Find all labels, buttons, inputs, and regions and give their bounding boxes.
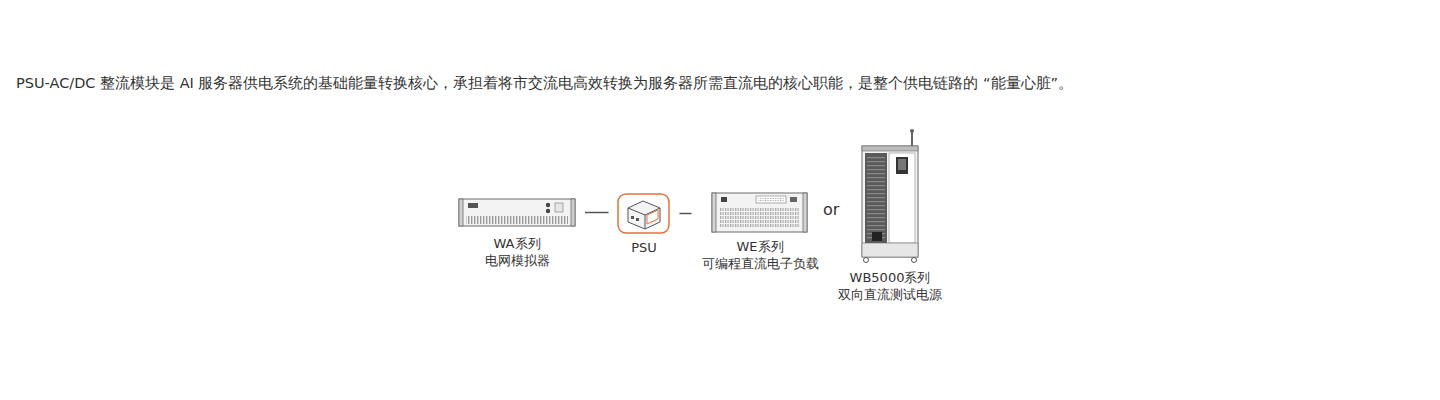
connector-line xyxy=(680,213,692,215)
grid-simulator-device xyxy=(459,199,575,226)
icon-space xyxy=(713,193,808,238)
device-node: WA系列 电网模拟器 xyxy=(449,199,585,269)
device-label: WB5000系列 双向直流测试电源 xyxy=(838,269,942,303)
icon-space xyxy=(459,199,575,235)
device-node: PSU xyxy=(609,194,680,256)
icon-space xyxy=(862,130,918,269)
connector-line xyxy=(585,212,609,214)
device-label: PSU xyxy=(631,239,657,256)
or-label: or xyxy=(823,200,839,219)
device-label: WE系列 可编程直流电子负载 xyxy=(702,238,819,272)
device-label: WA系列 电网模拟器 xyxy=(485,235,550,269)
psu-icon xyxy=(618,194,669,233)
device-node: WB5000系列 双向直流测试电源 xyxy=(828,130,952,303)
electronic-load-device xyxy=(712,193,807,232)
device-node: WE系列 可编程直流电子负载 xyxy=(692,193,829,272)
intro-paragraph: PSU-AC/DC 整流模块是 AI 服务器供电系统的基础能量转换核心，承担着将… xyxy=(16,72,1426,94)
bidirectional-dc-source-cabinet xyxy=(862,129,918,263)
icon-space xyxy=(619,194,670,239)
